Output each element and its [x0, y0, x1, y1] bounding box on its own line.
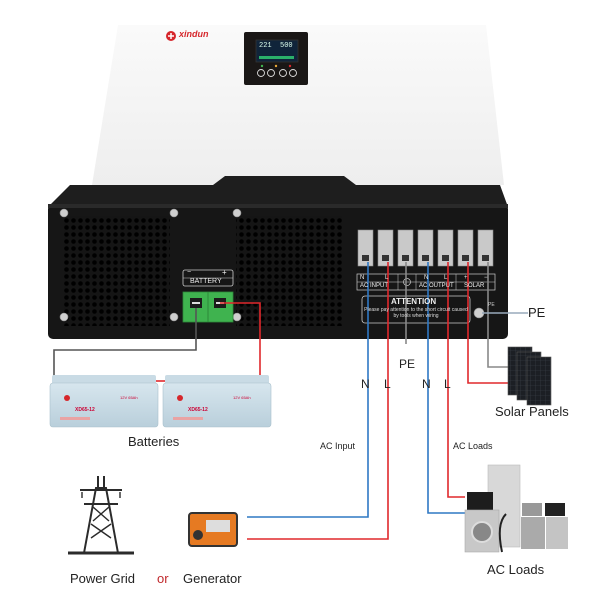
battery-positive-wire — [220, 302, 261, 380]
screw-icon — [59, 208, 69, 218]
screw-icon — [232, 208, 242, 218]
generator-icon — [188, 512, 238, 547]
ac-output-live-wire — [447, 262, 465, 498]
battery-1 — [49, 375, 159, 428]
ac-input-label: AC Input — [320, 441, 356, 451]
screw-icon — [169, 312, 179, 322]
screw-icon — [169, 208, 179, 218]
battery-minus-label: − — [187, 269, 192, 276]
panel-button-3 — [279, 69, 287, 77]
power-grid-tower-icon — [68, 476, 134, 555]
solar-negative-wire — [487, 262, 508, 368]
panel-button-2 — [267, 69, 275, 77]
solar-plus-label: + — [464, 275, 468, 281]
solar-panels-image — [507, 346, 552, 406]
brand-name: xindun — [179, 29, 209, 39]
pe-right-label: PE — [528, 305, 546, 320]
panel-button-1 — [257, 69, 265, 77]
pe-small-label: PE — [488, 302, 495, 308]
battery-terminal[interactable] — [182, 269, 234, 323]
status-led-amber — [274, 64, 278, 68]
battery-negative-wire — [53, 308, 197, 380]
inverter-top-cover — [92, 25, 504, 185]
generator-label: Generator — [183, 571, 242, 586]
solar-panels-label: Solar Panels — [495, 404, 569, 419]
battery-terminal-label: BATTERY — [190, 278, 222, 285]
ac-input-group-label: AC INPUT — [360, 283, 389, 289]
ac-loads-label: AC Loads — [487, 562, 545, 577]
pe-center-label: PE — [399, 357, 416, 371]
solar-group-label: SOLAR — [464, 283, 485, 289]
attention-title: ATTENTION — [391, 297, 437, 306]
ac-output-n-label: N — [424, 275, 429, 281]
attention-text: Please pay attention to the short circui… — [364, 307, 468, 319]
ground-symbol-icon — [403, 278, 411, 286]
battery-2-capacity: 12V 65Ah — [233, 395, 251, 400]
ac-output-group-label: AC OUTPUT — [419, 283, 454, 289]
wires — [53, 262, 528, 540]
solar-minus-label: − — [484, 275, 488, 281]
ac-input-n-wire-label: N — [361, 377, 370, 391]
lcd-right-value: 500 — [280, 42, 293, 50]
status-led-green — [260, 64, 264, 68]
screw-icon — [59, 312, 69, 322]
battery-2 — [162, 375, 272, 428]
battery-plus-label: + — [222, 268, 227, 277]
battery-1-capacity: 12V 65Ah — [120, 395, 138, 400]
battery-1-model: XD65-12 — [75, 407, 95, 413]
ac-output-l-label: L — [444, 275, 448, 281]
ac-loads-wire-label: AC Loads — [453, 441, 493, 451]
solar-positive-wire — [467, 262, 508, 384]
ac-output-neutral-wire — [427, 262, 470, 514]
ac-output-l-wire-label: L — [444, 377, 451, 391]
brand-logo — [166, 31, 176, 41]
battery-2-model: XD65-12 — [188, 407, 208, 413]
status-led-red — [288, 64, 292, 68]
terminal-strip[interactable] — [356, 229, 496, 324]
screw-icon — [232, 312, 242, 322]
or-label: or — [157, 571, 169, 586]
lcd-left-value: 221 — [259, 42, 272, 50]
ac-loads-appliances-image — [464, 464, 568, 553]
ac-output-n-wire-label: N — [422, 377, 431, 391]
control-panel — [244, 32, 308, 85]
ac-input-neutral-wire — [247, 262, 369, 518]
power-grid-label: Power Grid — [70, 571, 136, 586]
panel-button-4 — [289, 69, 297, 77]
ac-input-n-label: N — [360, 275, 365, 281]
ac-input-l-wire-label: L — [384, 377, 391, 391]
attention-box — [361, 295, 471, 324]
inverter-body — [48, 176, 508, 339]
ac-input-l-label: L — [385, 275, 389, 281]
batteries-label: Batteries — [128, 434, 180, 449]
ac-input-live-wire — [247, 262, 389, 540]
fan-grille-right — [236, 216, 342, 326]
fan-grille-left — [64, 216, 170, 326]
